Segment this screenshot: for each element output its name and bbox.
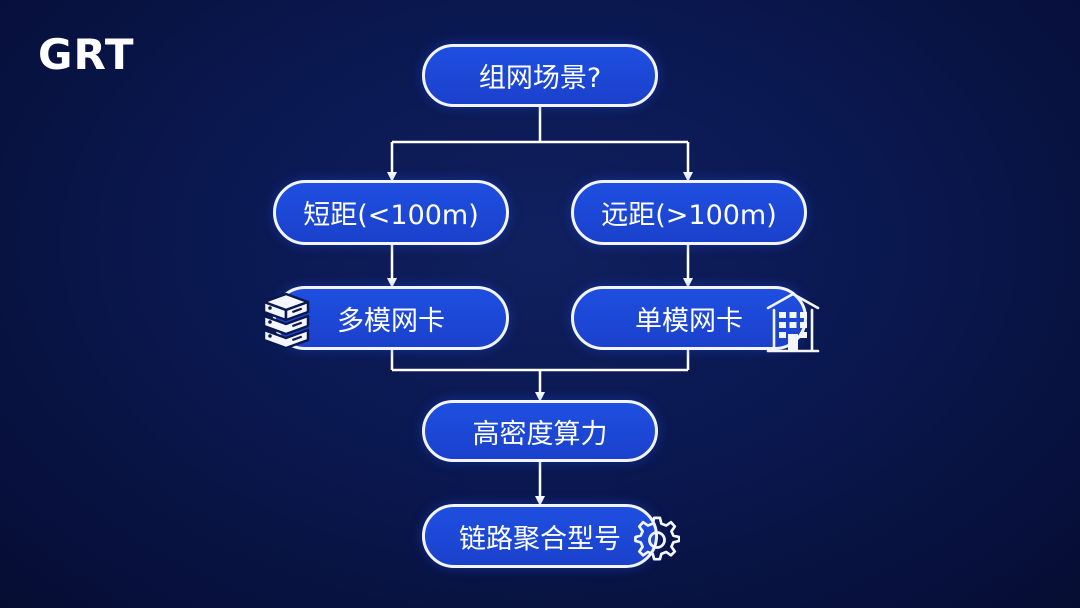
- node-short-range: 短距(<100m): [273, 180, 509, 245]
- node-multi-mode-nic: 多模网卡: [273, 286, 509, 350]
- building-icon: [766, 292, 820, 353]
- node-network-scenario: 组网场景?: [422, 44, 658, 107]
- node-high-density-compute: 高密度算力: [422, 400, 658, 462]
- node-link-aggregation-model: 链路聚合型号: [422, 504, 658, 568]
- node-long-range: 远距(>100m): [571, 180, 807, 245]
- server-rack-icon: [262, 292, 310, 350]
- node-single-mode-nic: 单模网卡: [571, 286, 807, 350]
- logo: GRT: [38, 30, 135, 79]
- gear-icon: [634, 516, 680, 561]
